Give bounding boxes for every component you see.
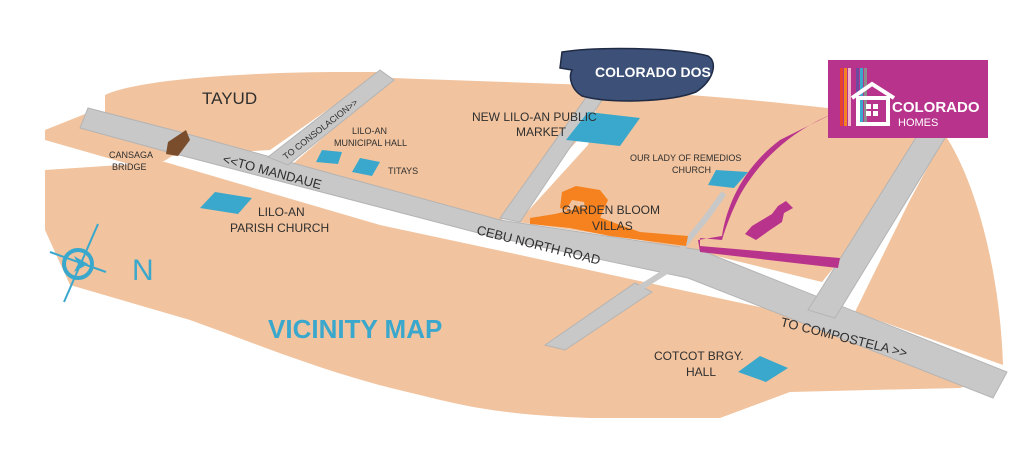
public-market-building xyxy=(566,112,640,146)
tayud-label: TAYUD xyxy=(202,89,257,108)
garden-bloom-villas-site xyxy=(530,186,688,246)
garden-bloom-label-2: VILLAS xyxy=(592,219,633,233)
cansaga-bridge-label-1: CANSAGA xyxy=(109,150,153,160)
cotcot-hall-building xyxy=(738,356,788,382)
house-icon xyxy=(850,81,896,126)
compass-north-label: N xyxy=(132,254,154,287)
parish-church-label-2: PARISH CHURCH xyxy=(230,221,329,235)
municipal-hall-building xyxy=(316,150,342,164)
cansaga-bridge-label-2: BRIDGE xyxy=(112,162,147,172)
buildings xyxy=(200,112,788,382)
land-south-block xyxy=(45,162,990,418)
colorado-homes-logo: COLORADO HOMES xyxy=(828,60,988,138)
consolacion-road xyxy=(267,69,395,166)
municipal-hall-label-1: LILO-AN xyxy=(352,126,387,136)
parish-church-building xyxy=(200,192,252,214)
logo-stripe xyxy=(848,68,851,126)
remedios-church-label-1: OUR LADY OF REMEDIOS xyxy=(630,153,741,163)
colorado-dos-label: COLORADO DOS xyxy=(595,64,711,80)
logo-stripe xyxy=(844,68,847,126)
municipal-hall-label-2: MUNICIPAL HALL xyxy=(334,138,407,148)
garden-bloom-label-1: GARDEN BLOOM xyxy=(562,203,660,217)
colorado-route xyxy=(698,114,840,268)
roads xyxy=(79,69,1008,399)
colorado-homes-site xyxy=(745,201,793,240)
parish-church-label-1: LILO-AN xyxy=(258,205,305,219)
logo-line-2: HOMES xyxy=(898,117,938,129)
public-market-label-2: MARKET xyxy=(516,125,567,139)
titays-label: TITAYS xyxy=(388,166,418,176)
cotcot-hall-label-1: COTCOT BRGY. xyxy=(654,349,744,363)
titays-building xyxy=(352,158,380,176)
logo-stripe xyxy=(840,68,843,126)
remedios-church-building xyxy=(708,170,748,188)
public-market-label-1: NEW LILO-AN PUBLIC xyxy=(472,110,597,124)
logo-line-1: COLORADO xyxy=(892,99,980,116)
cotcot-hall-label-2: HALL xyxy=(686,365,716,379)
land-tayud xyxy=(45,72,382,170)
cebu-north-road xyxy=(79,107,1008,399)
land-far-east xyxy=(855,135,1003,365)
compass-icon xyxy=(49,223,107,303)
remedios-church-label-2: CHURCH xyxy=(672,165,711,175)
colorado-dos-area xyxy=(559,47,715,102)
map-title: VICINITY MAP xyxy=(268,314,442,344)
cansaga-bridge xyxy=(166,130,190,156)
south-branch-road xyxy=(543,282,653,351)
